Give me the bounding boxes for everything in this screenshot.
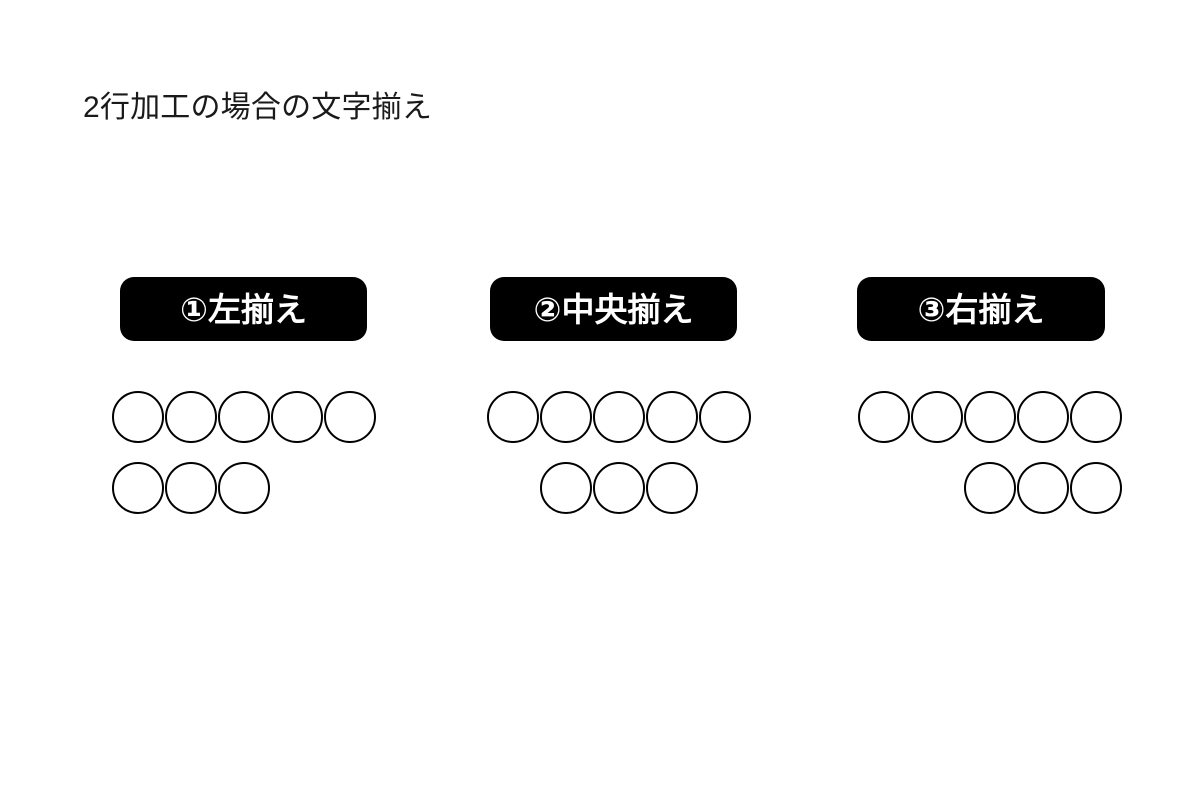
glyph-circle: [271, 391, 323, 443]
alignment-column-center: ②中央揃え: [486, 277, 751, 514]
glyph-circle: [964, 462, 1016, 514]
alignment-badge-left[interactable]: ①左揃え: [120, 277, 367, 341]
alignment-badge-label: ③右揃え: [917, 290, 1045, 328]
glyph-circle: [218, 391, 270, 443]
glyph-circle: [539, 391, 592, 443]
glyph-row: [849, 462, 1122, 514]
alignment-badge-center[interactable]: ②中央揃え: [490, 277, 737, 341]
glyph-circle: [165, 462, 217, 514]
alignment-badge-label: ①左揃え: [180, 290, 307, 328]
glyph-circle: [645, 462, 698, 514]
glyph-circle: [165, 391, 217, 443]
alignment-badge-right[interactable]: ③右揃え: [857, 277, 1105, 341]
glyph-circle: [1070, 462, 1122, 514]
glyph-circle: [1070, 391, 1122, 443]
glyph-circle: [486, 391, 539, 443]
alignment-badge-label: ②中央揃え: [533, 290, 694, 328]
alignment-column-left: ①左揃え: [112, 277, 376, 514]
glyph-circle: [911, 391, 963, 443]
glyph-row: [112, 391, 385, 443]
glyph-circle: [539, 462, 592, 514]
glyph-circle: [645, 391, 698, 443]
glyph-circle: [1017, 391, 1069, 443]
glyph-row: [849, 391, 1122, 443]
glyph-circle: [698, 391, 751, 443]
glyph-circle: [112, 462, 164, 514]
glyph-block-center: [482, 391, 755, 514]
glyph-circle: [592, 391, 645, 443]
glyph-circle: [112, 391, 164, 443]
page-title: 2行加工の場合の文字揃え: [83, 91, 433, 124]
glyph-circle: [964, 391, 1016, 443]
glyph-row: [482, 391, 755, 443]
glyph-circle: [324, 391, 376, 443]
glyph-row: [112, 462, 385, 514]
glyph-row: [482, 462, 755, 514]
glyph-circle: [218, 462, 270, 514]
glyph-circle: [858, 391, 910, 443]
glyph-block-left: [112, 391, 385, 514]
alignment-column-right: ③右揃え: [857, 277, 1122, 514]
glyph-block-right: [849, 391, 1122, 514]
glyph-circle: [592, 462, 645, 514]
glyph-circle: [1017, 462, 1069, 514]
